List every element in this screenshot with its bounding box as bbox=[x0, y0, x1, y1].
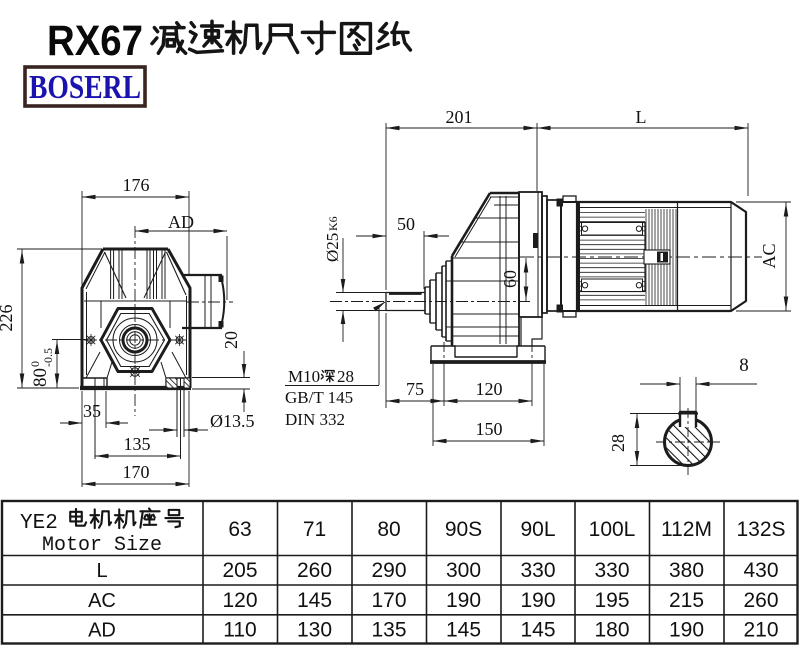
svg-text:90L: 90L bbox=[520, 518, 555, 541]
svg-text:20: 20 bbox=[221, 331, 241, 349]
svg-text:190: 190 bbox=[669, 619, 704, 642]
svg-text:AC: AC bbox=[88, 590, 116, 612]
svg-text:170: 170 bbox=[371, 589, 406, 612]
svg-text:60: 60 bbox=[500, 270, 520, 288]
svg-text:63: 63 bbox=[228, 518, 251, 541]
svg-text:Ø25: Ø25 bbox=[323, 233, 342, 262]
svg-text:DIN 332: DIN 332 bbox=[285, 410, 345, 429]
svg-text:71: 71 bbox=[303, 518, 326, 541]
svg-text:28: 28 bbox=[337, 367, 354, 386]
svg-text:-0.5: -0.5 bbox=[41, 348, 55, 367]
svg-text:330: 330 bbox=[594, 559, 629, 582]
svg-text:135: 135 bbox=[124, 434, 151, 454]
svg-text:210: 210 bbox=[743, 619, 778, 642]
svg-text:180: 180 bbox=[594, 619, 629, 642]
svg-text:132S: 132S bbox=[736, 518, 785, 541]
svg-text:176: 176 bbox=[123, 175, 150, 195]
svg-text:80: 80 bbox=[377, 518, 400, 541]
svg-text:190: 190 bbox=[520, 589, 555, 612]
svg-text:28: 28 bbox=[608, 434, 628, 452]
svg-text:120: 120 bbox=[222, 589, 257, 612]
svg-text:L: L bbox=[636, 107, 647, 127]
svg-text:215: 215 bbox=[669, 589, 704, 612]
svg-text:GB/T 145: GB/T 145 bbox=[285, 388, 353, 407]
svg-text:380: 380 bbox=[669, 559, 704, 582]
svg-text:150: 150 bbox=[476, 419, 503, 439]
svg-text:330: 330 bbox=[520, 559, 555, 582]
svg-text:RX67: RX67 bbox=[47, 17, 143, 65]
svg-text:AD: AD bbox=[168, 212, 194, 232]
svg-text:260: 260 bbox=[297, 559, 332, 582]
svg-text:145: 145 bbox=[297, 589, 332, 612]
svg-text:205: 205 bbox=[222, 559, 257, 582]
svg-text:110: 110 bbox=[223, 619, 256, 642]
svg-text:201: 201 bbox=[446, 107, 473, 127]
svg-text:145: 145 bbox=[520, 619, 555, 642]
svg-text:M10: M10 bbox=[288, 367, 320, 386]
svg-text:8: 8 bbox=[739, 355, 749, 376]
svg-text:145: 145 bbox=[446, 619, 481, 642]
svg-text:300: 300 bbox=[446, 559, 481, 582]
svg-text:260: 260 bbox=[743, 589, 778, 612]
svg-text:K6: K6 bbox=[326, 216, 340, 231]
svg-text:BOSERL: BOSERL bbox=[29, 69, 141, 106]
svg-text:190: 190 bbox=[446, 589, 481, 612]
svg-text:AC: AC bbox=[759, 243, 779, 268]
svg-text:80: 80 bbox=[30, 368, 51, 387]
svg-text:Ø13.5: Ø13.5 bbox=[210, 411, 255, 431]
svg-text:130: 130 bbox=[297, 619, 332, 642]
svg-text:290: 290 bbox=[371, 559, 406, 582]
svg-text:170: 170 bbox=[123, 462, 150, 482]
svg-text:135: 135 bbox=[371, 619, 406, 642]
svg-text:L: L bbox=[96, 560, 107, 582]
svg-text:100L: 100L bbox=[589, 518, 636, 541]
svg-text:112M: 112M bbox=[661, 518, 712, 541]
svg-text:75: 75 bbox=[406, 379, 424, 399]
svg-text:Motor Size: Motor Size bbox=[42, 534, 162, 557]
svg-text:YE2: YE2 bbox=[20, 512, 58, 535]
svg-text:120: 120 bbox=[476, 379, 503, 399]
svg-text:50: 50 bbox=[397, 214, 415, 234]
svg-text:35: 35 bbox=[83, 401, 101, 421]
svg-text:0: 0 bbox=[28, 361, 42, 367]
svg-text:430: 430 bbox=[743, 559, 778, 582]
svg-text:AD: AD bbox=[88, 620, 116, 642]
svg-text:90S: 90S bbox=[445, 518, 482, 541]
svg-text:226: 226 bbox=[0, 305, 16, 332]
svg-text:195: 195 bbox=[594, 589, 629, 612]
